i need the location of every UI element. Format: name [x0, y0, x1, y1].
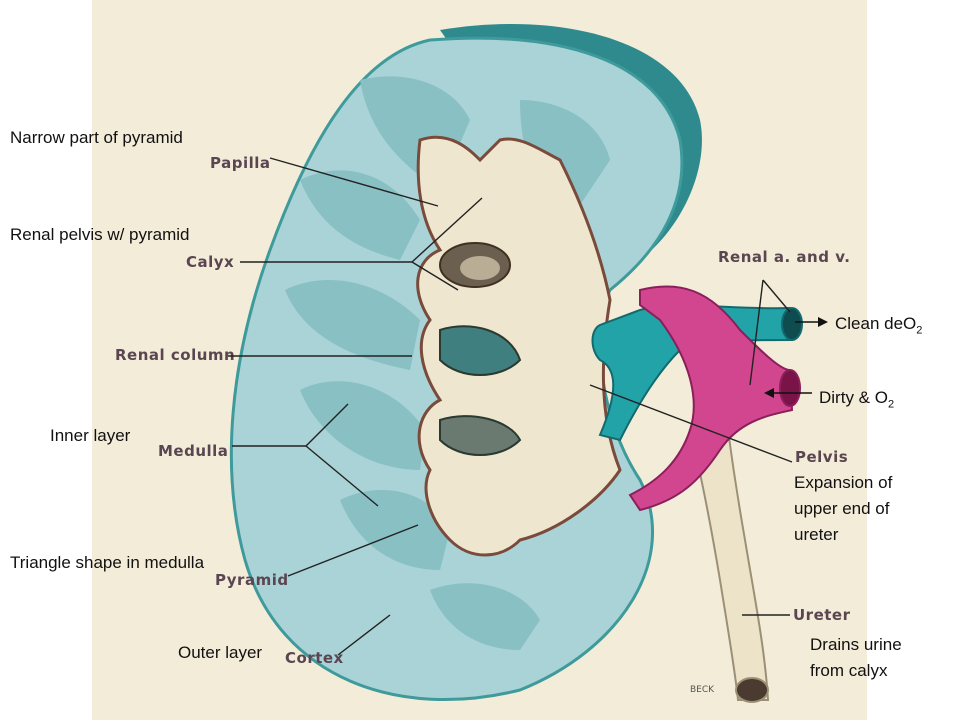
leader-line — [411, 261, 459, 291]
printed-label-pelvis: Pelvis — [795, 448, 848, 466]
leader-line — [749, 279, 764, 386]
calyx-opening — [439, 415, 522, 456]
pyramid — [430, 583, 540, 650]
pyramid — [300, 381, 425, 470]
annotation-dirty-o2: Dirty & O2 — [819, 385, 894, 417]
annotation-inner-layer: Inner layer — [50, 426, 131, 445]
leader-line — [762, 279, 791, 313]
leader-line — [337, 614, 391, 656]
annotation-triangle-shape: Triangle shape in medulla — [10, 553, 205, 572]
printed-label-medulla: Medulla — [158, 442, 228, 460]
annotation-expansion: Expansion of upper end of ureter — [794, 470, 892, 548]
annotation-dirty-subscript: 2 — [887, 398, 895, 411]
calyx-opening — [439, 325, 522, 376]
leader-line — [269, 157, 439, 207]
annotation-drains-urine: Drains urine from calyx — [810, 632, 902, 684]
annotation-clean-subscript: 2 — [916, 324, 923, 337]
printed-label-renal-vessels: Renal a. and v. — [718, 248, 850, 266]
arrow-left-icon — [764, 388, 812, 398]
artery-cut-end — [779, 369, 801, 407]
annotation-drains-line: Drains urine — [810, 635, 902, 654]
vein-cut-end — [781, 307, 803, 341]
pyramid — [285, 280, 420, 370]
leader-line — [305, 403, 349, 447]
renal-artery — [628, 285, 794, 512]
ureter-cut-end — [735, 677, 769, 703]
printed-label-ureter: Ureter — [793, 606, 851, 624]
annotation-dirty-text: Dirty & O — [819, 388, 888, 407]
annotation-clean-text: Clean deO — [835, 314, 917, 333]
calyx-openings — [439, 242, 522, 456]
annotation-expansion-line: ureter — [794, 525, 839, 544]
annotation-renal-pelvis: Renal pelvis w/ pyramid — [10, 225, 190, 244]
leader-line — [411, 197, 483, 263]
pyramid — [340, 490, 450, 570]
annotation-expansion-line: Expansion of — [794, 473, 893, 492]
leader-line — [305, 445, 379, 507]
calyx-opening — [460, 256, 500, 280]
printed-label-papilla: Papilla — [210, 154, 271, 172]
leader-lines — [228, 157, 793, 656]
printed-label-cortex: Cortex — [285, 649, 344, 667]
printed-label-pyramid: Pyramid — [215, 571, 289, 589]
annotation-outer-layer: Outer layer — [178, 643, 263, 662]
arrow-right-icon — [795, 317, 828, 327]
artist-signature: BECK — [690, 685, 715, 695]
annotation-drains-line: from calyx — [810, 661, 888, 680]
annotation-expansion-line: upper end of — [794, 499, 890, 518]
printed-label-calyx: Calyx — [186, 253, 234, 271]
leader-line — [589, 384, 793, 463]
annotation-clean-deo2: Clean deO2 — [835, 311, 922, 343]
leader-line — [287, 524, 419, 577]
printed-label-renal-column: Renal column — [115, 346, 235, 364]
annotation-narrow-part: Narrow part of pyramid — [10, 128, 183, 147]
